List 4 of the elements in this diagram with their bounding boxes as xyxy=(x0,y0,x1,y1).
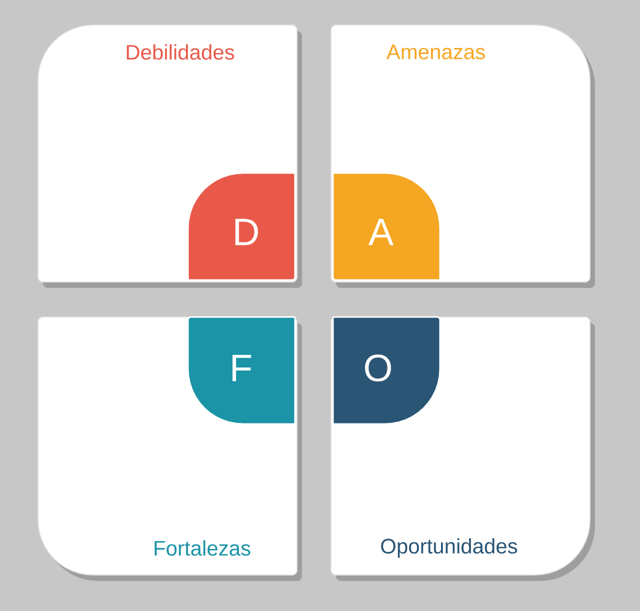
letter-petal: O xyxy=(332,316,441,425)
letter-petal: D xyxy=(187,172,296,281)
letter-petal: F xyxy=(187,316,296,425)
letter-petal: A xyxy=(332,172,441,281)
